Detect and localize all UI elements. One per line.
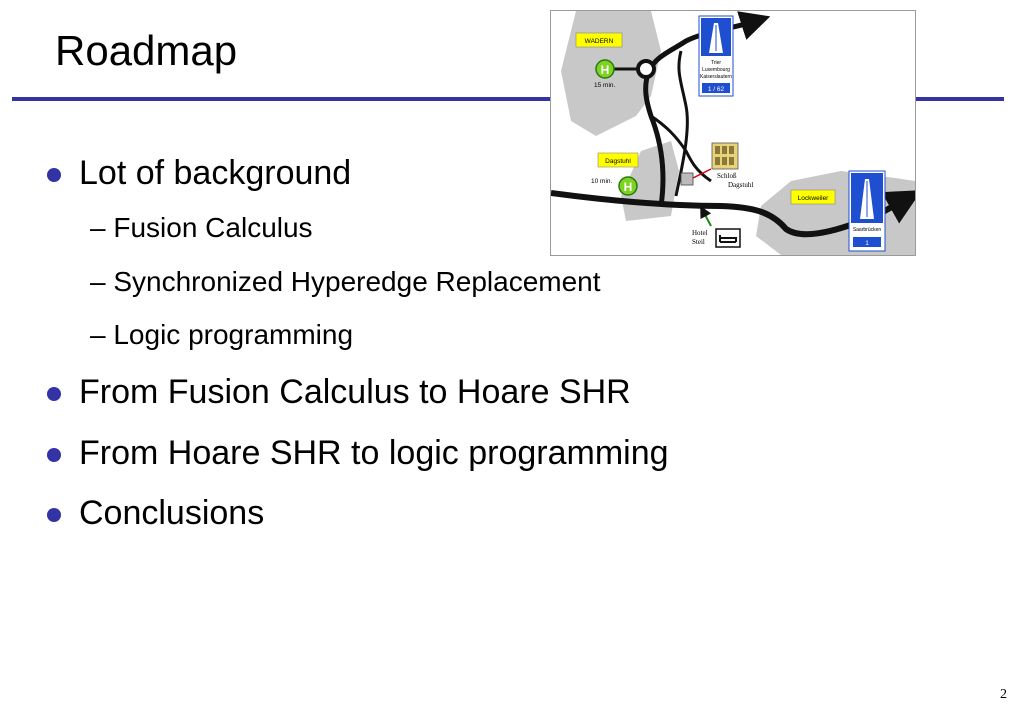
building-marker — [680, 172, 694, 186]
roundabout — [636, 59, 656, 79]
slide-title: Roadmap — [55, 27, 238, 74]
bus-stop-icon — [595, 59, 615, 79]
dagstuhl-location-map: WADERN Dagstuhl Lockweiler H 15 min. H 1… — [550, 10, 916, 256]
svg-text:Schloß: Schloß — [717, 172, 737, 180]
svg-text:Hotel: Hotel — [692, 229, 708, 237]
sub-bullet-item: – Fusion Calculus — [90, 212, 313, 243]
dagstuhl-sign — [597, 152, 639, 168]
svg-text:H: H — [624, 180, 633, 194]
sub-bullet-item: – Synchronized Hyperedge Replacement — [90, 266, 601, 297]
slide-page-number: 2 — [1000, 687, 1007, 702]
castle-icon — [711, 142, 739, 170]
map-area-lockweiler — [756, 171, 915, 255]
sub-bullet-item: – Logic programming — [90, 319, 354, 350]
motorway-sign-top: Trier Luxembourg Kaiserslautern 1 / 62 — [698, 15, 734, 97]
bullet-dot-icon — [47, 168, 61, 182]
lockweiler-sign — [790, 189, 836, 205]
svg-text:Trier: Trier — [711, 60, 721, 66]
svg-text:1 / 62: 1 / 62 — [708, 86, 725, 93]
road-main — [551, 190, 915, 238]
svg-text:Luxembourg: Luxembourg — [702, 67, 730, 73]
wadern-sign — [575, 32, 623, 48]
svg-text:1: 1 — [865, 240, 869, 247]
svg-text:Lockweiler: Lockweiler — [798, 195, 830, 202]
svg-text:Saarbrücken: Saarbrücken — [853, 227, 882, 233]
svg-text:Kaiserslautern: Kaiserslautern — [700, 74, 732, 80]
svg-text:15 min.: 15 min. — [594, 82, 616, 89]
road-loop — [650, 114, 712, 183]
svg-text:Steil: Steil — [692, 238, 705, 246]
title-divider — [12, 97, 1004, 101]
bullet-dot-icon — [47, 508, 61, 522]
motorway-sign-right: Saarbrücken 1 — [848, 170, 886, 252]
svg-text:Dagstuhl: Dagstuhl — [728, 181, 753, 189]
svg-text:10 min.: 10 min. — [591, 178, 613, 185]
svg-text:WADERN: WADERN — [585, 38, 614, 45]
bullet-dot-icon — [47, 448, 61, 462]
bus-stop-icon — [618, 176, 638, 196]
svg-text:Dagstuhl: Dagstuhl — [605, 158, 631, 165]
svg-text:H: H — [601, 63, 610, 77]
bullet-dot-icon — [47, 387, 61, 401]
